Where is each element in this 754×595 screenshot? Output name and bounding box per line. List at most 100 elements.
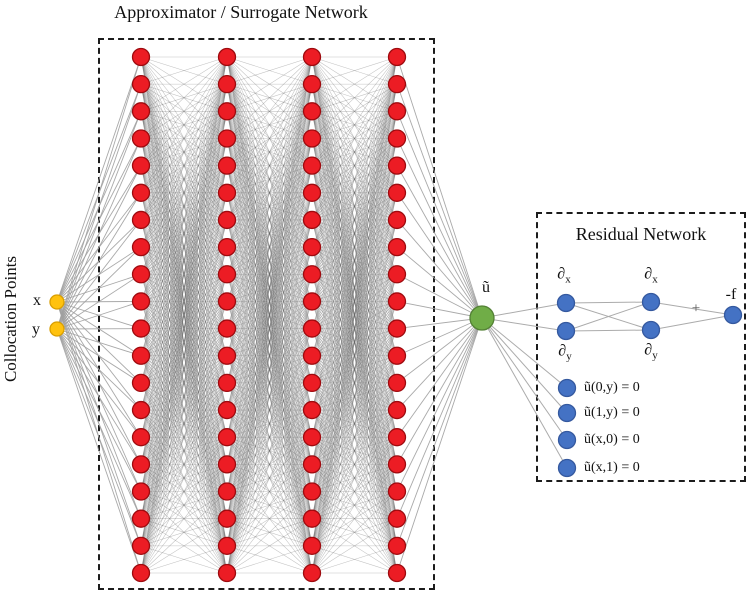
edge bbox=[140, 301, 228, 546]
edge bbox=[226, 382, 313, 492]
edge bbox=[140, 382, 228, 411]
hidden-node bbox=[217, 156, 237, 175]
edge bbox=[311, 165, 398, 574]
edge bbox=[396, 56, 483, 319]
edge bbox=[311, 246, 398, 438]
edge bbox=[226, 138, 313, 438]
edge bbox=[140, 111, 228, 546]
edge bbox=[140, 219, 228, 546]
edge bbox=[140, 165, 228, 438]
edge bbox=[226, 138, 313, 302]
edge bbox=[226, 192, 313, 221]
edge bbox=[311, 355, 398, 384]
edge bbox=[311, 84, 398, 546]
edge bbox=[226, 111, 313, 329]
edge bbox=[226, 192, 313, 438]
edge bbox=[226, 111, 313, 275]
edge bbox=[311, 83, 398, 139]
edge bbox=[311, 165, 398, 248]
edge bbox=[311, 56, 398, 465]
hidden-node bbox=[387, 265, 407, 284]
edge bbox=[56, 328, 142, 411]
hidden-node bbox=[131, 400, 151, 420]
edge bbox=[226, 246, 313, 438]
edge bbox=[226, 56, 313, 383]
edge bbox=[226, 355, 313, 546]
edge bbox=[140, 219, 228, 384]
edge bbox=[226, 274, 313, 356]
output-edges bbox=[396, 56, 483, 574]
edge bbox=[226, 165, 313, 574]
edge bbox=[140, 274, 228, 492]
boundary-node bbox=[557, 430, 577, 450]
edge bbox=[226, 192, 313, 384]
edge bbox=[140, 464, 228, 574]
edge bbox=[396, 317, 483, 384]
edge bbox=[226, 274, 313, 302]
edge bbox=[140, 192, 228, 411]
edge bbox=[311, 328, 398, 356]
edge bbox=[226, 409, 313, 574]
edge bbox=[226, 56, 313, 411]
edge bbox=[311, 111, 398, 356]
edge bbox=[226, 111, 313, 438]
edge bbox=[311, 382, 398, 546]
edge bbox=[226, 84, 313, 438]
edge bbox=[140, 56, 228, 465]
edge bbox=[226, 165, 313, 492]
edge bbox=[311, 192, 398, 411]
edge bbox=[140, 111, 228, 574]
edge bbox=[226, 84, 313, 329]
edge bbox=[140, 464, 228, 519]
edge bbox=[226, 436, 313, 492]
hidden-node bbox=[302, 455, 322, 474]
edge bbox=[226, 301, 313, 356]
edge bbox=[226, 165, 313, 465]
edge bbox=[311, 301, 398, 519]
edge bbox=[311, 84, 398, 221]
edge bbox=[311, 274, 398, 384]
edge bbox=[140, 111, 228, 519]
edge bbox=[311, 301, 398, 411]
hidden-node bbox=[387, 536, 407, 555]
edge bbox=[311, 409, 398, 438]
edge bbox=[140, 56, 228, 221]
edge bbox=[311, 56, 398, 383]
edge bbox=[140, 301, 228, 411]
edge bbox=[311, 165, 398, 356]
edge bbox=[311, 491, 398, 574]
edge bbox=[226, 192, 313, 519]
edge bbox=[140, 219, 228, 329]
edge bbox=[226, 83, 313, 193]
edge bbox=[140, 274, 228, 356]
edge bbox=[311, 355, 398, 519]
boundary-condition-label: ũ(1,y) = 0 bbox=[584, 405, 640, 420]
edge bbox=[140, 219, 228, 519]
edge bbox=[140, 111, 228, 519]
edge bbox=[226, 355, 313, 546]
edge bbox=[311, 328, 398, 465]
edge bbox=[226, 111, 313, 465]
edge bbox=[311, 84, 398, 546]
edge bbox=[311, 192, 398, 248]
edge bbox=[140, 111, 228, 356]
edge bbox=[226, 111, 313, 519]
edge bbox=[140, 382, 228, 519]
edge bbox=[311, 328, 398, 384]
edge bbox=[226, 111, 313, 574]
edge bbox=[311, 301, 398, 546]
edge bbox=[311, 301, 398, 465]
edge bbox=[226, 247, 313, 465]
edge bbox=[311, 83, 398, 166]
edge bbox=[140, 382, 228, 546]
partial-y-label: ∂y bbox=[644, 342, 657, 361]
hidden-node bbox=[302, 536, 322, 555]
edge bbox=[311, 246, 398, 356]
edge bbox=[140, 219, 228, 275]
edge bbox=[140, 56, 228, 519]
edge bbox=[311, 165, 398, 519]
partial-y-label: ∂y bbox=[558, 343, 571, 362]
edge bbox=[226, 138, 313, 546]
edge bbox=[226, 138, 313, 329]
edge bbox=[140, 301, 228, 329]
